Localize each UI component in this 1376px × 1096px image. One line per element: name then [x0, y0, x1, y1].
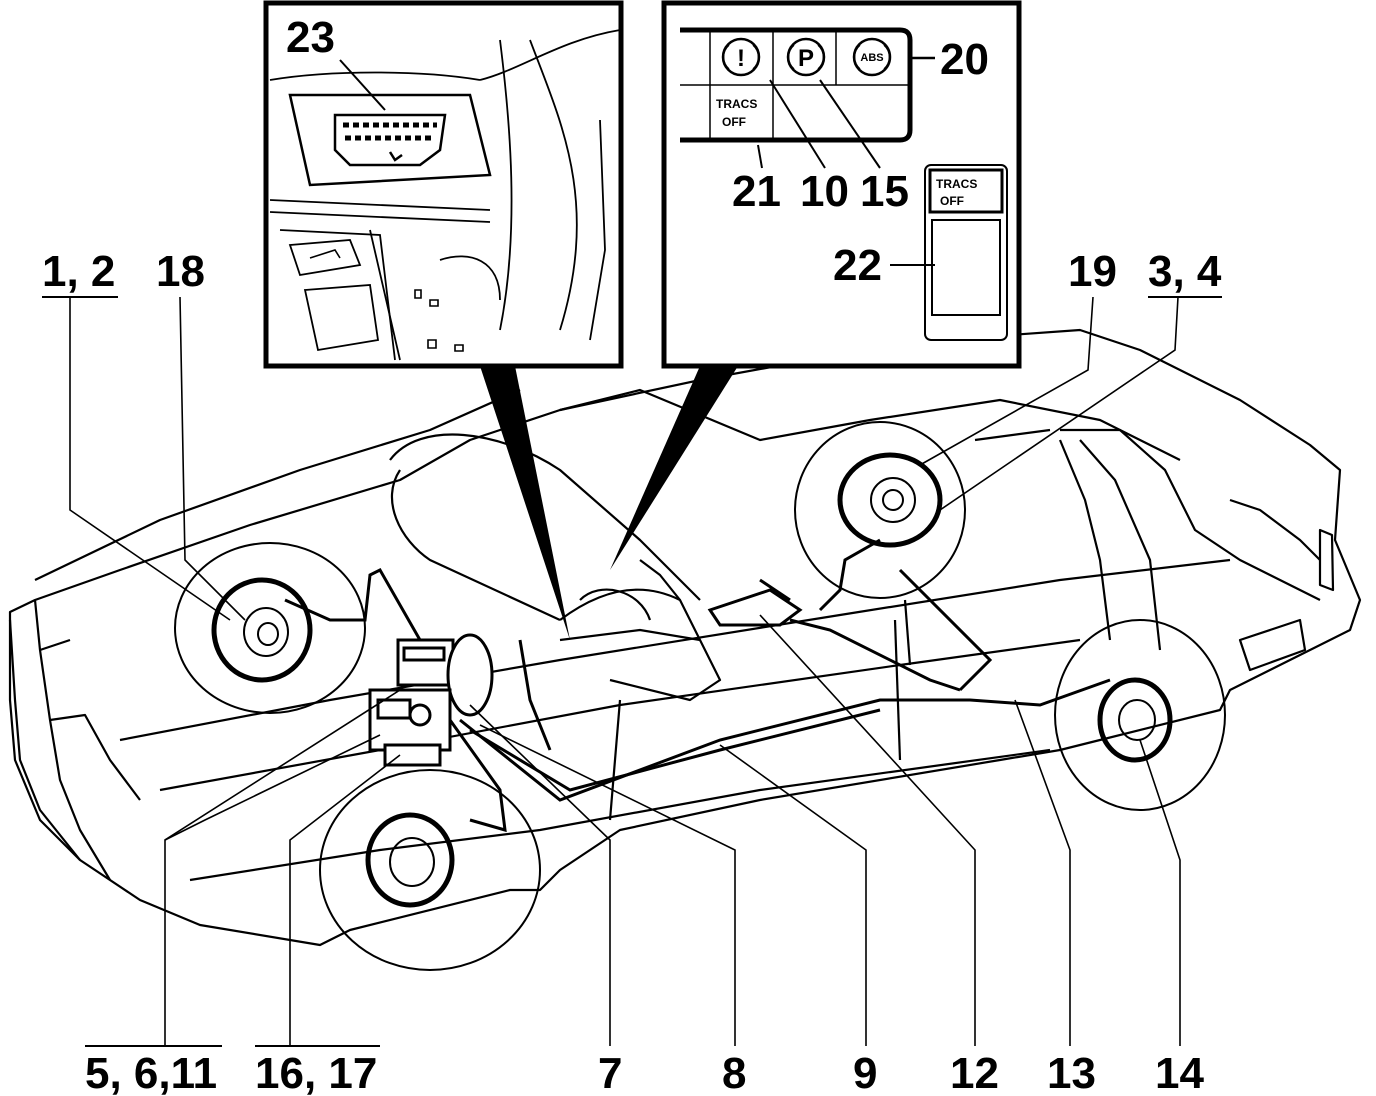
wheel-rear-left: [794, 421, 966, 599]
abs-modulator: [368, 633, 494, 767]
label-13: 13: [1047, 1049, 1096, 1096]
label-1-2: 1, 2: [42, 247, 115, 296]
callout-labels: 1, 2 18 19 3, 4 5, 6,11 16, 17 7 8 9 12 …: [42, 247, 1222, 1096]
parking-brake-lever: [707, 578, 803, 627]
wheel-front-right: [319, 769, 541, 971]
tracs-off-indicator-line1: TRACS: [716, 97, 757, 111]
label-21: 21: [732, 167, 781, 216]
svg-text:P: P: [798, 45, 814, 72]
inset-right: ! P ABS TRACS OFF: [610, 0, 1022, 570]
brake-lines: [284, 538, 1111, 833]
label-12: 12: [950, 1049, 999, 1096]
tracs-off-indicator-line2: OFF: [722, 115, 746, 129]
tracs-off-switch: TRACS OFF: [924, 164, 1008, 341]
label-5-6-11: 5, 6,11: [85, 1049, 217, 1096]
parking-brake-icon: P: [786, 37, 826, 77]
diagnostic-connector-icon: [333, 113, 447, 167]
label-18: 18: [156, 247, 205, 296]
label-9: 9: [853, 1049, 877, 1096]
label-22: 22: [833, 241, 882, 290]
svg-text:ABS: ABS: [860, 52, 883, 64]
wheel-rear-right: [1054, 619, 1226, 811]
label-16-17: 16, 17: [255, 1049, 377, 1096]
wheel-front-left: [174, 542, 366, 714]
label-15: 15: [860, 167, 909, 216]
brake-warning-icon: !: [721, 37, 761, 77]
svg-text:!: !: [737, 45, 745, 72]
label-14: 14: [1155, 1049, 1204, 1096]
car-body: [8, 328, 1362, 947]
tracs-switch-line2: OFF: [940, 194, 964, 208]
leader-lines: [42, 296, 1222, 1047]
label-8: 8: [722, 1049, 746, 1096]
label-10: 10: [800, 167, 849, 216]
label-19: 19: [1068, 247, 1117, 296]
tracs-switch-line1: TRACS: [936, 177, 977, 191]
label-20: 20: [940, 35, 989, 84]
label-7: 7: [598, 1049, 622, 1096]
inset-left: 23: [263, 0, 624, 640]
label-23: 23: [286, 13, 335, 62]
abs-icon: ABS: [852, 37, 892, 77]
label-3-4: 3, 4: [1148, 247, 1222, 296]
